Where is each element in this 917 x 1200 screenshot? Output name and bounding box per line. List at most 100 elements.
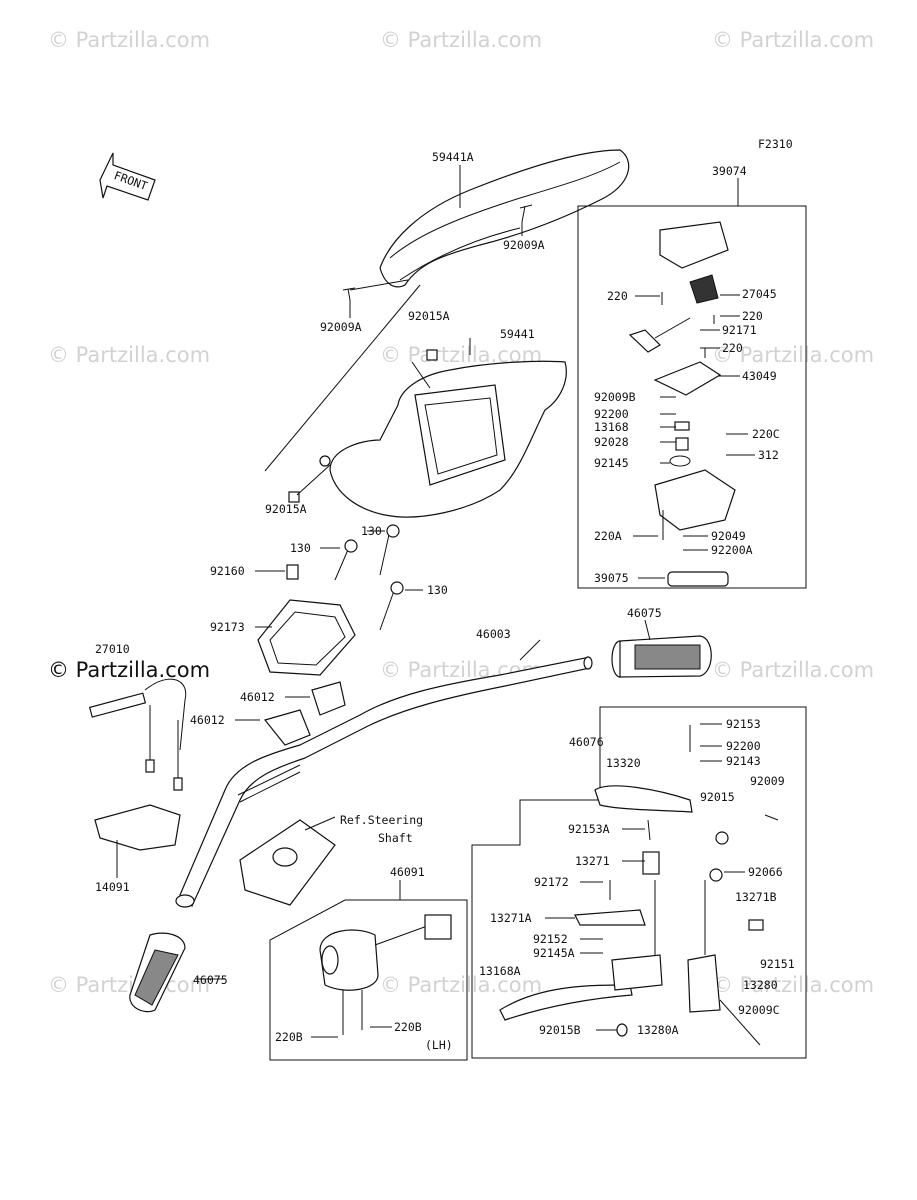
label-220A: 220A (594, 529, 622, 543)
label-92153: 92153 (726, 717, 761, 731)
label-13271B: 13271B (735, 890, 777, 904)
label-92015: 92015 (700, 790, 735, 804)
assembly-box-46091 (269, 899, 468, 1061)
label-13280A: 13280A (637, 1023, 679, 1037)
grip-46075-left (129, 932, 186, 1013)
label-92066: 92066 (748, 865, 783, 879)
label-92028: 92028 (594, 435, 629, 449)
label-220B: 220B (394, 1020, 422, 1034)
label-92200A: 92200A (711, 543, 753, 557)
throttle-case (628, 221, 736, 587)
bracket-92173 (257, 599, 356, 676)
label-46075: 46075 (193, 973, 228, 987)
label-46003: 46003 (476, 627, 511, 641)
bolt-130 (379, 587, 396, 631)
watermark: © Partzilla.com (712, 343, 874, 367)
label-220: 220 (607, 289, 628, 303)
label-92015A: 92015A (265, 502, 307, 516)
label-220: 220 (722, 341, 743, 355)
grip-46075 (611, 635, 712, 678)
label-13168: 13168 (594, 420, 629, 434)
switch-27010 (88, 678, 187, 791)
holder-46012 (311, 681, 346, 716)
label-130: 130 (361, 524, 382, 538)
label-46012: 46012 (190, 713, 225, 727)
lower-cover-part (319, 360, 567, 518)
label-27010: 27010 (95, 642, 130, 656)
label-92151: 92151 (760, 957, 795, 971)
label-92160: 92160 (210, 564, 245, 578)
label-46012: 46012 (240, 690, 275, 704)
label-92009C: 92009C (738, 1003, 780, 1017)
label-92009A: 92009A (320, 320, 362, 334)
label-46076: 46076 (569, 735, 604, 749)
label-13280: 13280 (743, 978, 778, 992)
label-92145: 92145 (594, 456, 629, 470)
label-14091: 14091 (95, 880, 130, 894)
label-59441A: 59441A (432, 150, 474, 164)
upper-cover-part (379, 149, 630, 288)
label-92015A: 92015A (408, 309, 450, 323)
label-220: 220 (742, 309, 763, 323)
ref-note-line1: Ref.Steering (340, 813, 423, 827)
label-13320: 13320 (606, 756, 641, 770)
label-92173: 92173 (210, 620, 245, 634)
label-13271A: 13271A (490, 911, 532, 925)
label-39075: 39075 (594, 571, 629, 585)
watermark: © Partzilla.com (380, 28, 542, 52)
label-220B: 220B (275, 1030, 303, 1044)
label-92145A: 92145A (533, 946, 575, 960)
watermarks: © Partzilla.com © Partzilla.com © Partzi… (48, 28, 874, 997)
label-92200: 92200 (594, 407, 629, 421)
switch-housing-46091 (319, 914, 452, 1035)
front-arrow-icon: FRONT (99, 152, 156, 201)
label-27045: 27045 (742, 287, 777, 301)
label-92171: 92171 (722, 323, 757, 337)
label-92200: 92200 (726, 739, 761, 753)
watermark: © Partzilla.com (380, 973, 542, 997)
cover-14091 (94, 804, 181, 851)
label-130: 130 (290, 541, 311, 555)
screw-92009A (342, 287, 356, 301)
lh-note: (LH) (425, 1038, 453, 1052)
label-92143: 92143 (726, 754, 761, 768)
label-130: 130 (427, 583, 448, 597)
handlebar-part (175, 656, 593, 908)
label-92172: 92172 (534, 875, 569, 889)
label-92153A: 92153A (568, 822, 610, 836)
watermark: © Partzilla.com (712, 658, 874, 682)
watermark-dark: © Partzilla.com (48, 658, 210, 682)
label-46075: 46075 (627, 606, 662, 620)
assembly-box-39074 (577, 205, 807, 589)
collar-92160 (286, 564, 299, 580)
label-39074: 39074 (712, 164, 747, 178)
label-92049: 92049 (711, 529, 746, 543)
bolt-130 (379, 529, 391, 576)
collar-92015A (426, 349, 438, 361)
label-92009: 92009 (750, 774, 785, 788)
watermark: © Partzilla.com (48, 343, 210, 367)
leader-lines (196, 165, 755, 1038)
label-92152: 92152 (533, 932, 568, 946)
label-13168A: 13168A (479, 964, 521, 978)
label-13271: 13271 (575, 854, 610, 868)
figure-code: F2310 (758, 137, 793, 151)
label-312: 312 (758, 448, 779, 462)
watermark: © Partzilla.com (48, 28, 210, 52)
screw-92009A (519, 204, 533, 223)
collar-92015A (288, 491, 300, 503)
holder-46012 (263, 709, 311, 746)
label-92009B: 92009B (594, 390, 636, 404)
label-220C: 220C (752, 427, 780, 441)
watermark: © Partzilla.com (712, 28, 874, 52)
label-92015B: 92015B (539, 1023, 581, 1037)
watermark: © Partzilla.com (48, 973, 210, 997)
label-43049: 43049 (742, 369, 777, 383)
label-46091: 46091 (390, 865, 425, 879)
lever-assembly (499, 725, 779, 1046)
watermark: © Partzilla.com (712, 973, 874, 997)
part-labels: 59441A 92009A 92009A 92015A 59441 92015A… (95, 150, 795, 1052)
label-59441: 59441 (500, 327, 535, 341)
ref-note-line2: Shaft (378, 831, 413, 845)
